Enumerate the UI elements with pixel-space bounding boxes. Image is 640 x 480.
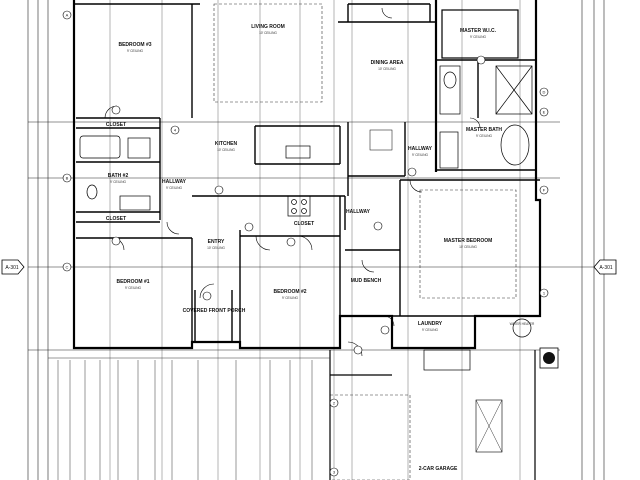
- room-label-water-heater: WATER HEATER: [510, 322, 535, 326]
- room-ceiling-entry: 10' CEILING: [207, 246, 225, 250]
- room-label-garage: 2-CAR GARAGE: [419, 466, 458, 472]
- section-marker-right: A-301: [593, 259, 617, 275]
- room-ceiling-living: 10' CEILING: [259, 31, 277, 35]
- grid-lines: [109, 0, 521, 480]
- room-label-bedroom-2: BEDROOM #2: [273, 289, 306, 295]
- svg-text:F: F: [543, 188, 546, 193]
- section-marker-left: A-301: [1, 259, 25, 275]
- room-label-porch: COVERED FRONT PORCH: [183, 308, 246, 314]
- svg-text:1: 1: [543, 291, 546, 296]
- room-ceiling-master-wic: 9' CEILING: [470, 35, 487, 39]
- vanity-master-2-fixture: [439, 131, 459, 169]
- interior-walls: [74, 3, 540, 342]
- svg-text:A-301: A-301: [599, 265, 613, 271]
- room-label-bedroom-3: BEDROOM #3: [118, 42, 151, 48]
- room-ceiling-hallway-right: 9' CEILING: [412, 153, 429, 157]
- sink-fixture: [285, 145, 311, 159]
- room-labels: BEDROOM #3 9' CEILING LIVING ROOM 10' CE…: [106, 24, 535, 472]
- room-ceiling-master-bath: 9' CEILING: [476, 134, 493, 138]
- svg-text:D: D: [543, 90, 546, 95]
- room-ceiling-laundry: 9' CEILING: [422, 328, 439, 332]
- svg-text:3: 3: [333, 470, 336, 475]
- bathtub-fixture: [79, 135, 121, 159]
- room-label-closet-top: CLOSET: [106, 122, 126, 128]
- washer-dryer-fixture: [423, 349, 471, 371]
- water-heater-fixture: [512, 318, 532, 338]
- room-ceiling-hallway-left: 9' CEILING: [166, 186, 183, 190]
- svg-text:E: E: [543, 110, 546, 115]
- room-ceiling-bedroom-2: 9' CEILING: [282, 296, 299, 300]
- room-label-living: LIVING ROOM: [251, 24, 285, 30]
- shower-fixture: [495, 65, 533, 115]
- vanity-master-fixture: [439, 65, 461, 115]
- range-fixture: [287, 195, 311, 217]
- svg-text:A: A: [66, 13, 69, 18]
- tub-master-fixture: [500, 124, 530, 166]
- svg-text:C: C: [66, 265, 69, 270]
- linen-cabinet: [127, 137, 151, 159]
- exterior-walls: [72, 0, 542, 350]
- room-ceiling-dining: 10' CEILING: [378, 67, 396, 71]
- toilet-master-fixture: [443, 71, 457, 89]
- room-label-entry: ENTRY: [208, 239, 225, 245]
- dimension-lines: [27, 0, 605, 480]
- fixtures: [79, 9, 533, 371]
- grid-bubble-labels: A B C D E F 1 2 3 4: [66, 13, 546, 475]
- front-hatch: [48, 357, 330, 480]
- room-label-closet-center: CLOSET: [294, 221, 314, 227]
- room-label-closet-left: CLOSET: [106, 216, 126, 222]
- wic-shelving: [441, 9, 519, 59]
- room-label-master-bedroom: MASTER BEDROOM: [444, 238, 493, 244]
- room-ceiling-bath-2: 9' CEILING: [110, 180, 127, 184]
- room-ceiling-master-bedroom: 10' CEILING: [459, 245, 477, 249]
- room-label-kitchen: KITCHEN: [215, 141, 238, 147]
- toilet-fixture: [86, 184, 98, 200]
- room-label-hallway-center: HALLWAY: [346, 209, 371, 215]
- room-label-hallway-left: HALLWAY: [162, 179, 187, 185]
- room-label-bath-2: BATH #2: [108, 173, 129, 179]
- room-ceiling-bedroom-3: 9' CEILING: [127, 49, 144, 53]
- room-ceiling-bedroom-1: 9' CEILING: [125, 286, 142, 290]
- hose-bib-marker: [539, 347, 559, 369]
- grid-bubbles: [62, 10, 549, 477]
- room-label-dining: DINING AREA: [371, 60, 404, 66]
- vanity-fixture: [119, 195, 151, 211]
- room-label-master-bath: MASTER BATH: [466, 127, 502, 133]
- svg-text:2: 2: [333, 401, 336, 406]
- room-label-master-wic: MASTER W.I.C.: [460, 28, 497, 34]
- svg-text:4: 4: [174, 128, 177, 133]
- room-label-hallway-right: HALLWAY: [408, 146, 433, 152]
- garage-area: [329, 350, 536, 480]
- room-ceiling-kitchen: 10' CEILING: [217, 148, 235, 152]
- room-label-mud-bench: MUD BENCH: [351, 278, 382, 284]
- room-label-bedroom-1: BEDROOM #1: [116, 279, 149, 285]
- room-label-laundry: LAUNDRY: [418, 321, 443, 327]
- svg-text:B: B: [66, 176, 69, 181]
- svg-text:A-301: A-301: [5, 265, 19, 271]
